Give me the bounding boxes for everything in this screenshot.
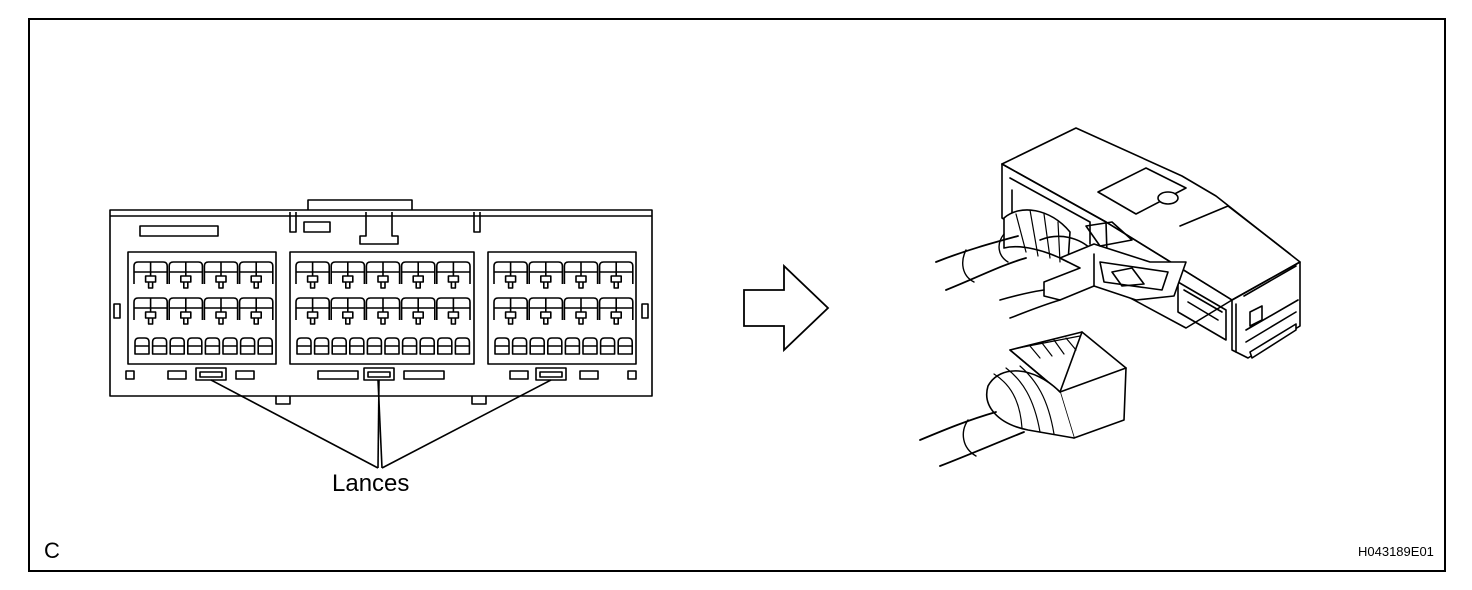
cavity bbox=[203, 297, 239, 325]
cavity bbox=[384, 337, 400, 355]
cavity bbox=[419, 337, 435, 355]
cavity bbox=[239, 337, 256, 355]
cavity bbox=[400, 261, 436, 289]
cavity bbox=[222, 337, 238, 355]
corner-letter: C bbox=[44, 538, 60, 563]
cavity bbox=[436, 261, 471, 289]
cavity bbox=[365, 297, 401, 325]
figure-frame bbox=[28, 18, 1446, 572]
cavity bbox=[547, 337, 563, 355]
cavity bbox=[187, 337, 203, 355]
cavity bbox=[563, 297, 599, 325]
cavity bbox=[436, 297, 471, 325]
cavity bbox=[494, 337, 510, 355]
cavity bbox=[134, 337, 150, 355]
cavity bbox=[493, 261, 528, 289]
cavity bbox=[331, 337, 347, 355]
cavity bbox=[238, 297, 274, 325]
cavity bbox=[168, 261, 204, 289]
cavity bbox=[599, 337, 616, 355]
cavity bbox=[151, 337, 168, 355]
cavity bbox=[295, 297, 330, 325]
cavity bbox=[511, 337, 528, 355]
cavity bbox=[330, 261, 366, 289]
cavity bbox=[133, 261, 168, 289]
cavity bbox=[296, 337, 312, 355]
connector-front-view bbox=[109, 199, 653, 469]
cavity bbox=[528, 297, 564, 325]
cavity bbox=[582, 337, 598, 355]
cavity bbox=[493, 297, 528, 325]
cavity bbox=[366, 337, 383, 355]
cavity bbox=[349, 337, 365, 355]
cavity bbox=[437, 337, 453, 355]
cavity bbox=[529, 337, 545, 355]
cavity bbox=[169, 337, 185, 355]
cavity bbox=[598, 297, 634, 325]
cavity bbox=[168, 297, 204, 325]
terminal-cavities bbox=[133, 261, 634, 355]
cavity bbox=[598, 261, 634, 289]
right-arrow bbox=[743, 263, 830, 353]
cavity bbox=[528, 261, 564, 289]
leader-line bbox=[210, 379, 379, 469]
terminal-plug bbox=[919, 331, 1127, 467]
cavity bbox=[330, 297, 366, 325]
cavity bbox=[313, 337, 330, 355]
cavity bbox=[133, 297, 168, 325]
cavity bbox=[203, 261, 239, 289]
cavity bbox=[257, 337, 273, 355]
figure-code: H043189E01 bbox=[1358, 544, 1434, 559]
cavity bbox=[564, 337, 581, 355]
cavity bbox=[295, 261, 330, 289]
cavity bbox=[617, 337, 633, 355]
cavity bbox=[238, 261, 274, 289]
cavity bbox=[563, 261, 599, 289]
cavity bbox=[454, 337, 471, 355]
leader-line bbox=[381, 379, 552, 469]
connector-housing-3d bbox=[935, 127, 1301, 359]
lances-label: Lances bbox=[332, 470, 410, 497]
cavity bbox=[204, 337, 221, 355]
cavity bbox=[365, 261, 401, 289]
cavity bbox=[401, 337, 418, 355]
cavity bbox=[400, 297, 436, 325]
